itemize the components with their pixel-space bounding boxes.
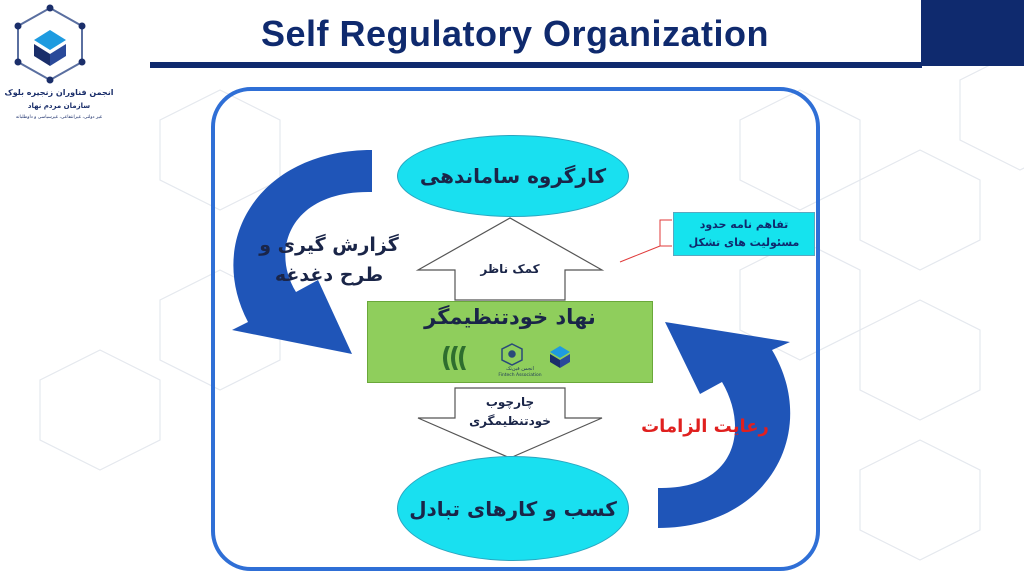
- up-arrow: [415, 217, 605, 301]
- bottom-node: کسب و کارهای تبادل: [397, 456, 629, 561]
- cube-logo-icon: [550, 346, 570, 368]
- fintech-name: انجمن فین‌تک: [506, 366, 534, 372]
- title-underline: [150, 62, 922, 68]
- title-corner-block: [921, 0, 1024, 66]
- fintech-logo-icon: [501, 343, 523, 366]
- partner-logo-icons: [443, 343, 570, 370]
- right-curved-arrow: [658, 322, 791, 528]
- top-node: کارگروه ساماندهی: [397, 135, 629, 217]
- note-line1: تفاهم نامه حدود: [699, 218, 789, 231]
- center-node-label: نهاد خودتنظیمگر: [424, 305, 596, 329]
- down-arrow-label-line1: چارچوب: [485, 395, 535, 409]
- note-connector: [619, 219, 672, 263]
- logo-subtitle: سازمان مردم نهاد: [27, 102, 91, 110]
- note-line2: مسئولیت های تشکل: [688, 236, 800, 249]
- partner-logos: [432, 340, 588, 384]
- center-node: [367, 301, 653, 383]
- blockchain-cube-icon: [14, 4, 86, 84]
- organization-logo: [0, 0, 115, 130]
- page-title: Self Regulatory Organization: [260, 13, 770, 54]
- diagram-frame: [211, 87, 820, 571]
- fintech-english-name: Fintech Association: [498, 373, 542, 378]
- emblem-icon: [443, 346, 466, 370]
- logo-name: انجمن فناوران زنجیره بلوک: [4, 88, 114, 97]
- down-arrow-label-line2: خودتنظیمگری: [469, 414, 551, 428]
- up-arrow-label: کمک ناظر: [480, 262, 540, 276]
- right-arrow-label: رعایت الزامات: [641, 416, 769, 437]
- left-arrow-label-line1: گزارش گیری و: [259, 234, 399, 256]
- down-arrow: [417, 387, 603, 459]
- left-curved-arrow: [232, 150, 372, 354]
- left-arrow-label: گزارش گیری و طرح دغدغه: [244, 230, 414, 290]
- note-box: [673, 212, 815, 256]
- logo-tagline: غیر دولتی، غیرانتفاعی، غیرسیاسی و داوطلب…: [15, 115, 103, 120]
- left-arrow-label-line2: طرح دغدغه: [274, 264, 384, 286]
